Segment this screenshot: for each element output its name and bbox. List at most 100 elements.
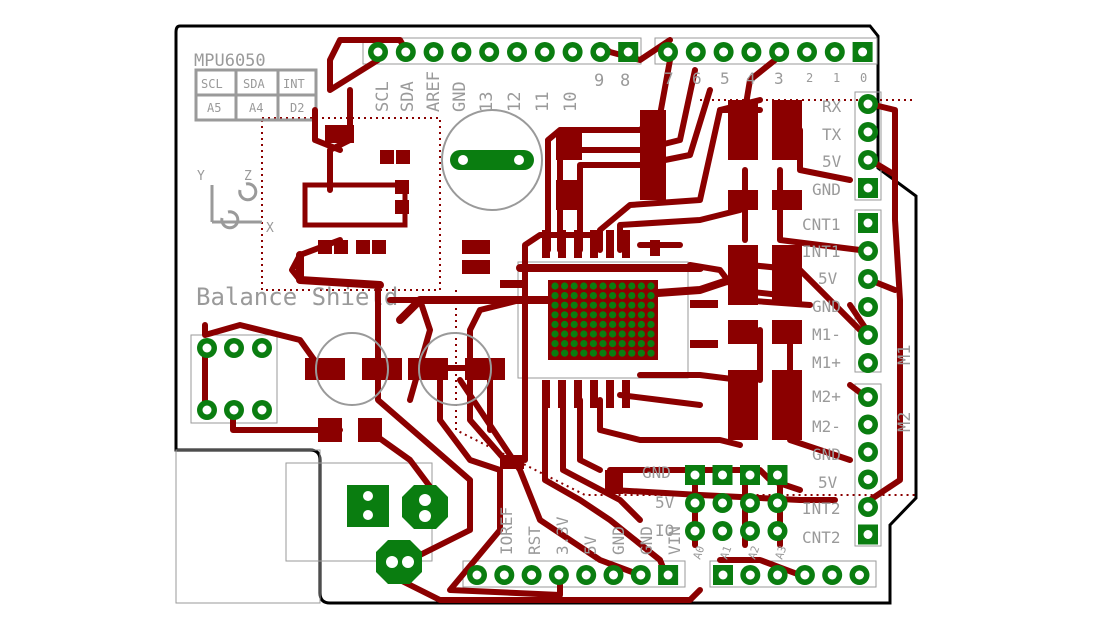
motor-label-m2: M2 bbox=[895, 412, 915, 432]
mcu-via bbox=[580, 349, 588, 357]
mcu-via bbox=[637, 349, 646, 357]
motor-label-m1: M1 bbox=[895, 345, 915, 365]
mcu-via bbox=[580, 330, 588, 338]
mcu-via bbox=[609, 349, 617, 357]
header-pin-bottom-right bbox=[794, 565, 815, 585]
capacitor-outlines bbox=[315, 109, 543, 406]
aux-label-io: IO bbox=[655, 521, 674, 540]
header-pin-right-3 bbox=[858, 524, 878, 545]
header-pin-right-3 bbox=[858, 442, 878, 462]
header-pin-right-2 bbox=[858, 213, 878, 233]
left-bottom-frame bbox=[175, 449, 321, 604]
header-pin-bottom-left bbox=[521, 565, 542, 585]
mcu-via bbox=[551, 292, 559, 300]
mcu-via bbox=[589, 311, 598, 319]
header-pin-bottom-right bbox=[713, 565, 733, 585]
bottom-label-a2: A2 bbox=[746, 544, 763, 561]
mcu-via bbox=[580, 311, 588, 319]
header-pin-top-right bbox=[797, 42, 817, 62]
header-pin-top-right bbox=[713, 42, 734, 62]
right-label-5v-b: 5V bbox=[818, 269, 838, 288]
mcu-via bbox=[551, 349, 559, 357]
mcu-via bbox=[637, 330, 646, 338]
header-pin-right-2 bbox=[858, 353, 878, 373]
mcu-via bbox=[561, 301, 569, 309]
aux-label-gnd: GND bbox=[642, 463, 671, 482]
mcu-via bbox=[628, 311, 636, 319]
bottom-label-vin: VIN bbox=[665, 526, 684, 555]
aux-label-5v: 5V bbox=[655, 493, 675, 512]
mcu-via bbox=[570, 340, 578, 348]
header-pin-bottom-left bbox=[548, 565, 569, 585]
top-label-d2: 2 bbox=[806, 71, 813, 85]
top-label-d7: 7 bbox=[664, 69, 674, 88]
top-label-d5: 5 bbox=[720, 69, 730, 88]
top-label-sda: SDA bbox=[398, 81, 418, 112]
header-pin-right-2 bbox=[858, 241, 878, 261]
axis-x-label: X bbox=[266, 221, 274, 236]
top-header-frame-left bbox=[362, 37, 642, 65]
header-pin-right-3 bbox=[858, 469, 878, 490]
top-label-13: 13 bbox=[477, 92, 497, 112]
top-label-d3: 3 bbox=[774, 69, 784, 88]
header-pin-top-left bbox=[534, 42, 555, 62]
switch-pin bbox=[197, 400, 217, 420]
header-pin-top-left bbox=[368, 42, 388, 62]
mcu-side-pads bbox=[500, 230, 718, 408]
header-pin-right-2 bbox=[858, 269, 878, 289]
header-pin-right-1 bbox=[858, 150, 878, 170]
buzzer-pad bbox=[450, 150, 534, 170]
pin-map-sda: SDA bbox=[243, 77, 265, 91]
mcu-via bbox=[599, 320, 607, 328]
header-pin-aux bbox=[712, 465, 733, 485]
mcu-via bbox=[647, 330, 655, 338]
header-pin-aux bbox=[767, 465, 788, 485]
right-label-tx: TX bbox=[822, 125, 842, 144]
mcu-via bbox=[570, 301, 578, 309]
mcu-via bbox=[599, 340, 607, 348]
mcu-via bbox=[570, 292, 578, 300]
chip-label: MPU6050 bbox=[194, 51, 266, 71]
header-pin-bottom-right bbox=[849, 565, 870, 585]
pin-map-a4: A4 bbox=[249, 101, 263, 115]
mcu-via bbox=[628, 340, 636, 348]
right-label-m1-plus: M1+ bbox=[812, 353, 841, 372]
switch-pin bbox=[224, 338, 244, 358]
mcu-via bbox=[570, 282, 578, 290]
right-label-cnt1: CNT1 bbox=[802, 215, 841, 234]
right-header-frame-3 bbox=[854, 383, 882, 547]
mcu-via bbox=[647, 301, 655, 309]
mcu-via bbox=[647, 282, 655, 290]
keepout-sensor bbox=[261, 117, 441, 291]
mcu-via bbox=[551, 320, 559, 328]
header-pin-bottom-left bbox=[467, 565, 487, 585]
switch-pin bbox=[252, 338, 272, 358]
switch-pin bbox=[197, 338, 217, 358]
mcu-via bbox=[561, 330, 569, 338]
top-label-gnd: GND bbox=[450, 81, 470, 112]
header-pin-right-3 bbox=[858, 414, 878, 435]
header-pin-aux bbox=[740, 521, 760, 541]
header-pin-aux bbox=[767, 493, 788, 513]
bottom-label-a3: A3 bbox=[773, 544, 790, 561]
mcu-via bbox=[647, 311, 655, 319]
mcu-via bbox=[618, 292, 626, 300]
mcu-via bbox=[599, 301, 607, 309]
axis-glyph-icon bbox=[210, 182, 262, 230]
mcu-via bbox=[609, 282, 617, 290]
header-pin-top-left bbox=[451, 42, 472, 62]
mcu-via bbox=[628, 349, 636, 357]
mcu-via bbox=[599, 292, 607, 300]
mcu-via bbox=[561, 292, 569, 300]
header-pin-right-3 bbox=[858, 387, 878, 407]
header-pin-top-left bbox=[395, 42, 416, 62]
mcu-via bbox=[551, 282, 559, 290]
mcu-via bbox=[628, 301, 636, 309]
mcu-via bbox=[551, 330, 559, 338]
mcu-via bbox=[618, 282, 626, 290]
right-label-gnd-c: GND bbox=[812, 445, 841, 464]
pin-map-d2: D2 bbox=[290, 101, 304, 115]
mcu-via bbox=[580, 320, 588, 328]
header-pin-right-2 bbox=[858, 325, 878, 345]
mcu-via bbox=[561, 311, 569, 319]
